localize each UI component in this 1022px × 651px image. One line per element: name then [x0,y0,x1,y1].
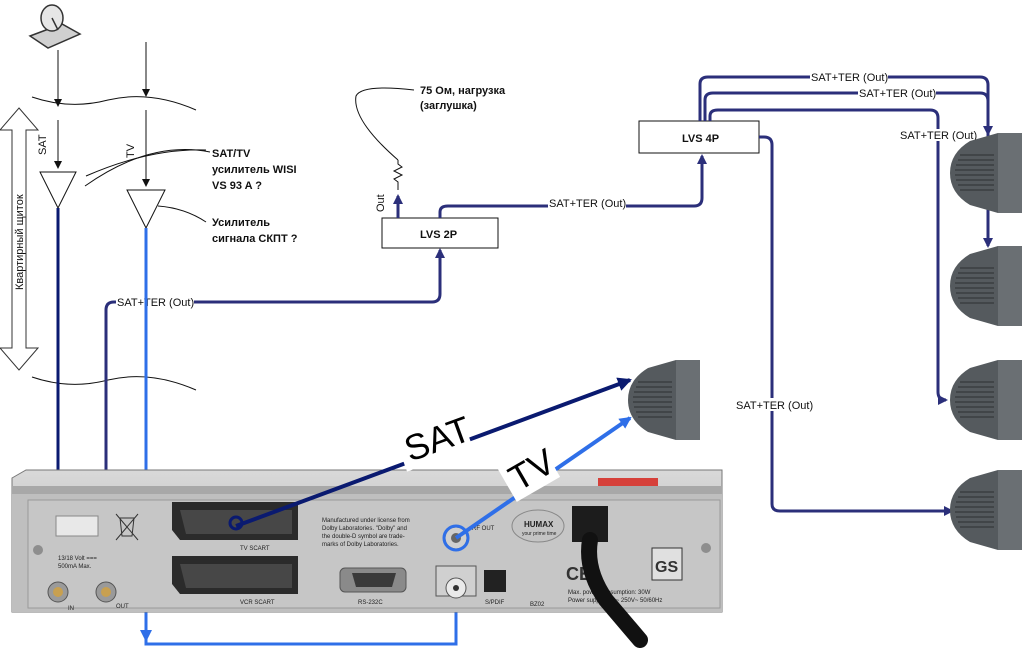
lnb-out-connector [95,581,117,603]
tv-set-4-icon [949,469,1022,551]
wisi-label-1: SAT/TV [212,148,251,160]
shield-height-arrow [0,107,40,371]
lvs2p-label: LVS 2P [420,229,457,241]
humax-logo: HUMAX your prime time [511,509,565,543]
gs-mark: GS [651,547,683,581]
big-sat-label: SAT [399,408,476,470]
break-line-bottom [31,376,197,391]
sat-ter-top2-bg [858,87,936,99]
wisi-leader [85,149,207,177]
sat-ter-vertical-bg [734,398,812,411]
tv-vertical-label: TV [125,143,137,158]
tv-set-1-icon [949,132,1022,214]
wall-curve [84,149,211,187]
tv-set-3-icon [949,359,1022,441]
output-cable-3 [708,108,948,405]
load-resistor [392,160,404,190]
lnb-power-1: 13/18 Volt === [58,556,97,562]
license-text-4: marks of Dolby Laboratories. [322,542,399,548]
lnb-in-label: IN [68,606,74,612]
model-label: BZ02 [530,602,545,608]
sat-ter-top2-label: SAT+TER (Out) [859,88,936,100]
sat-ter-left-label: SAT+TER (Out) [117,297,194,309]
output-cable-4 [759,135,954,516]
sat-ter-top3-label: SAT+TER (Out) [900,130,977,142]
svg-text:HUMAX: HUMAX [524,520,554,529]
sat-ter-vertical-label: SAT+TER (Out) [736,400,813,412]
sat-vertical-label: SAT [37,134,49,155]
skpt-leader [157,205,207,223]
sat-ter-mid-label: SAT+TER (Out) [549,198,626,210]
wisi-label-2: усилитель WISI [212,164,297,176]
skpt-label-2: сигнала СКПТ ? [212,233,298,245]
lvs4p-label: LVS 4P [682,133,719,145]
sat-ter-mid-label-bg [548,197,626,210]
rs232-label: RS-232C [358,600,383,606]
load-label-1: 75 Ом, нагрузка [420,85,506,97]
scart-ring [228,515,244,531]
tv-cable [144,228,462,646]
license-text-2: Dolby Laboratories. "Dolby" and [322,526,407,532]
skpt-label-1: Усилитель [212,217,270,229]
lvs2p-box [381,217,499,249]
sat-ter-cable-left [104,248,445,592]
output-cable-2 [703,91,993,248]
tv-scart-connector [172,502,298,540]
vcr-scart-label: VCR SCART [240,600,275,606]
shield-label: Квартирный щиток [14,194,26,290]
svg-text:your prime time: your prime time [522,531,557,537]
sat-ter-top3-bg [898,129,976,141]
license-text-3: the double-D symbol are trade- [322,534,405,540]
lnb-out-label: OUT [116,604,129,610]
tv-set-2-icon [949,245,1022,327]
wisi-label-3: VS 93 A ? [212,180,262,192]
rf-out-label: RF OUT [472,526,495,532]
tv-set-center-icon [627,359,701,441]
big-tv-bg [496,442,561,502]
license-text-1: Manufactured under license from [322,518,410,524]
big-sat-bg [393,410,473,472]
lnb-in-connector [47,581,69,603]
warning-sticker [55,515,99,537]
rs232-connector [339,567,407,593]
rf-ring [442,524,470,552]
vcr-scart-connector [172,556,298,594]
load-label-2: (заглушка) [420,100,477,112]
load-leader [355,87,415,161]
out-label: Out [375,194,387,212]
no-bin-icon [115,513,139,541]
rf-in-connector [435,565,477,599]
tv-amplifier-triangle [126,189,166,230]
sat-ter-top1-bg [810,71,888,83]
power-cord [572,506,648,648]
sat-ter-left-label-bg [116,296,194,309]
spdif-connector [484,570,506,592]
satellite-dish-icon [28,4,82,49]
sat-amplifier-triangle [39,171,77,210]
spdif-label: S/PDIF [485,600,505,606]
sat-ter-top1-label: SAT+TER (Out) [811,72,888,84]
svg-text:GS: GS [655,559,678,576]
tv-scart-label: TV SCART [240,546,270,552]
break-line-top [31,96,197,111]
lnb-power-2: 500mA Max. [58,564,92,570]
